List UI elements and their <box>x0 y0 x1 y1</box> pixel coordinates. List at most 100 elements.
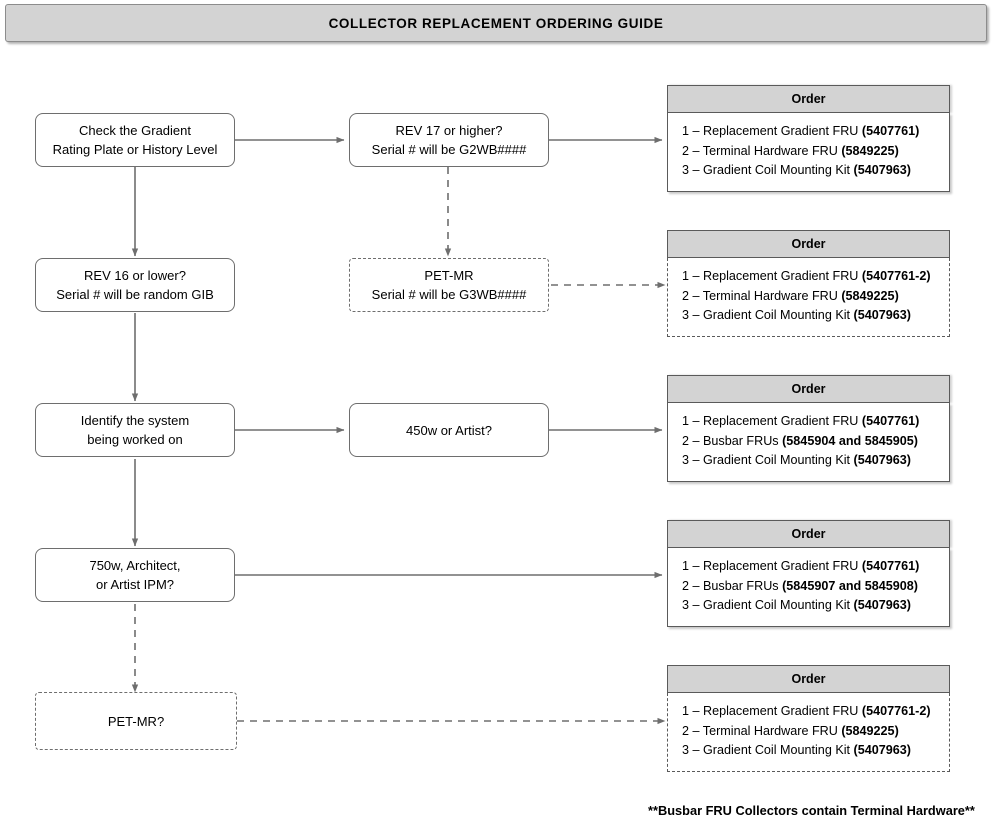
node-450w-artist-line1: 450w or Artist? <box>406 422 492 438</box>
order-item: 2 – Terminal Hardware FRU (5849225) <box>682 722 935 742</box>
order-item-code: (5407963) <box>853 308 911 322</box>
order-item-number: 2 – <box>682 288 703 303</box>
page-title-bar: COLLECTOR REPLACEMENT ORDERING GUIDE <box>5 4 987 42</box>
node-identify-system-line2: being worked on <box>87 432 183 447</box>
order-card-4: Order 1 – Replacement Gradient FRU (5407… <box>667 520 950 627</box>
order-card-1-header: Order <box>667 85 950 113</box>
node-identify-system[interactable]: Identify the system being worked on <box>35 403 235 457</box>
node-petmr-serial[interactable]: PET-MR Serial # will be G3WB#### <box>349 258 549 312</box>
order-item: 2 – Terminal Hardware FRU (5849225) <box>682 287 935 307</box>
order-item-code: (5407963) <box>853 743 911 757</box>
node-rev16-line1: REV 16 or lower? <box>84 268 186 283</box>
node-rev17-line1: REV 17 or higher? <box>395 123 503 138</box>
order-item-text: Gradient Coil Mounting Kit <box>703 453 854 467</box>
order-card-3-body: 1 – Replacement Gradient FRU (5407761) 2… <box>667 403 950 482</box>
node-750w-architect[interactable]: 750w, Architect, or Artist IPM? <box>35 548 235 602</box>
order-item-number: 2 – <box>682 143 703 158</box>
order-item-text: Terminal Hardware FRU <box>702 143 842 158</box>
order-item: 1 – Replacement Gradient FRU (5407761) <box>682 122 935 142</box>
order-item: 1 – Replacement Gradient FRU (5407761-2) <box>682 702 935 722</box>
order-item-code: (5407963) <box>853 163 911 177</box>
order-item: 3 – Gradient Coil Mounting Kit (5407963) <box>682 596 935 616</box>
node-identify-system-line1: Identify the system <box>80 413 190 428</box>
order-item-number: 2 – <box>682 433 704 448</box>
node-petmr-serial-line2: Serial # will be G3WB#### <box>371 287 527 302</box>
order-card-4-header: Order <box>667 520 950 548</box>
order-item-number: 1 – <box>682 414 704 428</box>
order-item-code: (5849225) <box>841 288 899 303</box>
order-card-3-header: Order <box>667 375 950 403</box>
order-card-2-body: 1 – Replacement Gradient FRU (5407761-2)… <box>667 258 950 337</box>
order-item-text: Terminal Hardware FRU <box>702 288 842 303</box>
order-item-code: (5849225) <box>841 143 899 158</box>
order-item: 2 – Busbar FRUs (5845907 and 5845908) <box>682 577 935 597</box>
order-item: 1 – Replacement Gradient FRU (5407761) <box>682 412 935 432</box>
order-card-2: Order 1 – Replacement Gradient FRU (5407… <box>667 230 950 337</box>
node-rev17-line2: Serial # will be G2WB#### <box>371 142 527 157</box>
order-item: 2 – Terminal Hardware FRU (5849225) <box>682 142 935 162</box>
node-750w-architect-line2: or Artist IPM? <box>95 577 175 592</box>
order-item-number: 1 – <box>682 559 704 573</box>
order-card-5-header: Order <box>667 665 950 693</box>
order-item: 3 – Gradient Coil Mounting Kit (5407963) <box>682 741 935 761</box>
order-card-3: Order 1 – Replacement Gradient FRU (5407… <box>667 375 950 482</box>
order-item-code: (5407761) <box>861 414 920 428</box>
order-item-code: (5407963) <box>853 598 911 612</box>
order-item: 3 – Gradient Coil Mounting Kit (5407963) <box>682 306 935 326</box>
page-title: COLLECTOR REPLACEMENT ORDERING GUIDE <box>328 15 664 31</box>
node-rev16[interactable]: REV 16 or lower? Serial # will be random… <box>35 258 235 312</box>
order-item-code: (5407963) <box>853 453 911 467</box>
order-card-4-body: 1 – Replacement Gradient FRU (5407761) 2… <box>667 548 950 627</box>
node-check-gradient[interactable]: Check the Gradient Rating Plate or Histo… <box>35 113 235 167</box>
order-card-5-body: 1 – Replacement Gradient FRU (5407761-2)… <box>667 693 950 772</box>
node-750w-architect-line1: 750w, Architect, <box>89 558 181 573</box>
order-item-text: Replacement Gradient FRU <box>703 704 862 718</box>
order-item-text: Gradient Coil Mounting Kit <box>703 743 854 757</box>
order-item-number: 1 – <box>682 704 704 718</box>
footnote-busbar-note: **Busbar FRU Collectors contain Terminal… <box>648 803 975 818</box>
order-item-text: Gradient Coil Mounting Kit <box>703 308 854 322</box>
order-item-number: 1 – <box>682 269 704 283</box>
order-item-code: (5407761) <box>861 559 920 573</box>
order-item: 2 – Busbar FRUs (5845904 and 5845905) <box>682 432 935 452</box>
order-item: 3 – Gradient Coil Mounting Kit (5407963) <box>682 451 935 471</box>
node-450w-artist[interactable]: 450w or Artist? <box>349 403 549 457</box>
order-item-text: Replacement Gradient FRU <box>703 559 862 573</box>
order-item-code: (5845904 and 5845905) <box>782 433 918 448</box>
order-item-text: Busbar FRUs <box>703 578 783 593</box>
node-check-gradient-line1: Check the Gradient <box>78 123 191 138</box>
order-item-number: 1 – <box>682 124 704 138</box>
order-item-code: (5407761) <box>861 124 920 138</box>
order-item-text: Gradient Coil Mounting Kit <box>703 598 854 612</box>
order-item-text: Gradient Coil Mounting Kit <box>703 163 854 177</box>
order-item-number: 3 – <box>682 453 704 467</box>
order-item-text: Replacement Gradient FRU <box>703 414 862 428</box>
order-item-number: 3 – <box>682 598 704 612</box>
node-petmr-serial-line1: PET-MR <box>424 268 474 283</box>
order-card-5: Order 1 – Replacement Gradient FRU (5407… <box>667 665 950 772</box>
order-item-number: 3 – <box>682 743 704 757</box>
node-rev17[interactable]: REV 17 or higher? Serial # will be G2WB#… <box>349 113 549 167</box>
node-petmr-question[interactable]: PET-MR? <box>35 692 237 750</box>
order-item-code: (5407761-2) <box>861 269 931 283</box>
order-item: 3 – Gradient Coil Mounting Kit (5407963) <box>682 161 935 181</box>
node-rev16-line2: Serial # will be random GIB <box>56 287 214 302</box>
order-item-number: 3 – <box>682 308 704 322</box>
order-item-number: 2 – <box>682 578 704 593</box>
order-item-number: 2 – <box>682 723 703 738</box>
order-card-1-body: 1 – Replacement Gradient FRU (5407761) 2… <box>667 113 950 192</box>
order-item: 1 – Replacement Gradient FRU (5407761-2) <box>682 267 935 287</box>
order-item-text: Replacement Gradient FRU <box>703 124 862 138</box>
node-check-gradient-line2: Rating Plate or History Level <box>52 142 218 157</box>
order-item-text: Replacement Gradient FRU <box>703 269 862 283</box>
order-card-2-header: Order <box>667 230 950 258</box>
order-item-code: (5407761-2) <box>861 704 931 718</box>
order-card-1: Order 1 – Replacement Gradient FRU (5407… <box>667 85 950 192</box>
order-item-code: (5849225) <box>841 723 899 738</box>
order-item-number: 3 – <box>682 163 704 177</box>
order-item-text: Terminal Hardware FRU <box>702 723 842 738</box>
order-item-code: (5845907 and 5845908) <box>782 578 918 593</box>
node-petmr-question-line1: PET-MR? <box>107 713 165 729</box>
